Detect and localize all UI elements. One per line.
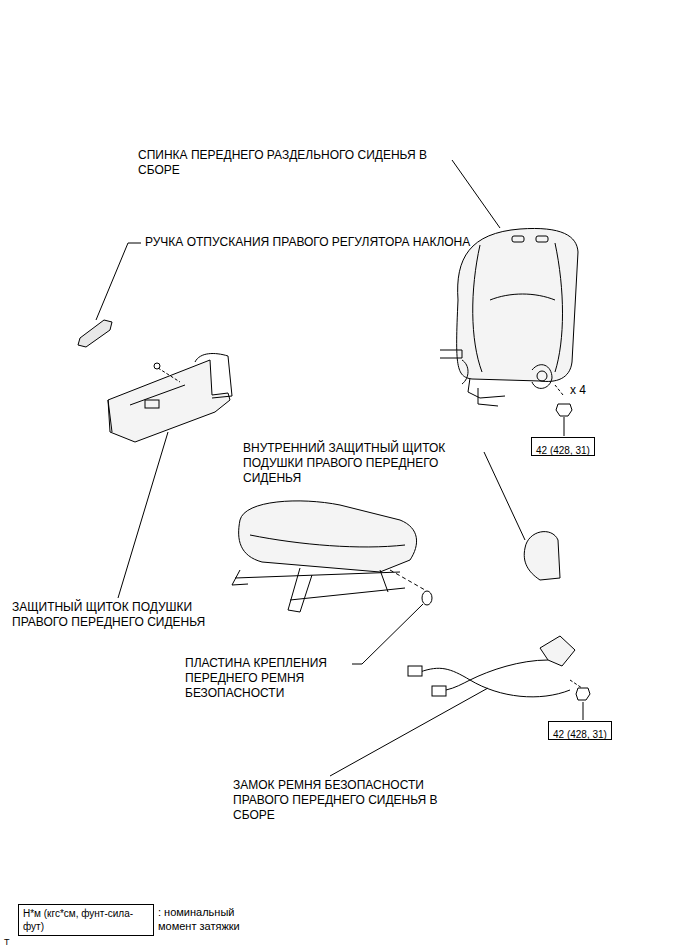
torque-value: 42 (428, 31) [536,444,590,457]
knob-drawing [78,320,112,347]
inner-shield-drawing [524,532,560,580]
unit-text: Н*м (кгс*см, фунт-сила-фут) [23,907,149,933]
part-label: ВНУТРЕННИЙ ЗАЩИТНЫЙ ЩИТОК ПОДУШКИ ПРАВОГ… [243,441,488,486]
buckle-drawing [408,636,590,700]
part-label: РУЧКА ОТПУСКАНИЯ ПРАВОГО РЕГУЛЯТОРА НАКЛ… [145,235,485,250]
part-label: ЗАМОК РЕМНЯ БЕЗОПАСНОСТИ ПРАВОГО ПЕРЕДНЕ… [233,778,478,823]
quantity-label: x 4 [570,383,586,398]
leader-line [583,702,584,720]
leader-line [96,160,525,776]
leader-line [564,417,565,436]
part-label: ЗАЩИТНЫЙ ЩИТОК ПОДУШКИ ПРАВОГО ПЕРЕДНЕГО… [12,600,247,630]
plate-drawing [422,591,432,605]
part-label: T [4,936,10,948]
bolt-drawing [555,385,572,416]
legend-box: Н*м (кгс*см, фунт-сила-фут) [18,904,154,936]
part-label: ПЛАСТИНА КРЕПЛЕНИЯ ПЕРЕДНЕГО РЕМНЯ БЕЗОП… [185,656,350,701]
torque-box: 42 (428, 31) [548,721,612,740]
shield-drawing [108,354,232,442]
part-label: СПИНКА ПЕРЕДНЕГО РАЗДЕЛЬНОГО СИДЕНЬЯ В С… [138,148,468,178]
seatback-drawing [440,228,578,406]
torque-value: 42 (428, 31) [553,728,607,741]
torque-box: 42 (428, 31) [531,437,595,456]
legend-text: : номинальный момент затяжки [158,905,268,933]
cushion-drawing [232,501,425,612]
